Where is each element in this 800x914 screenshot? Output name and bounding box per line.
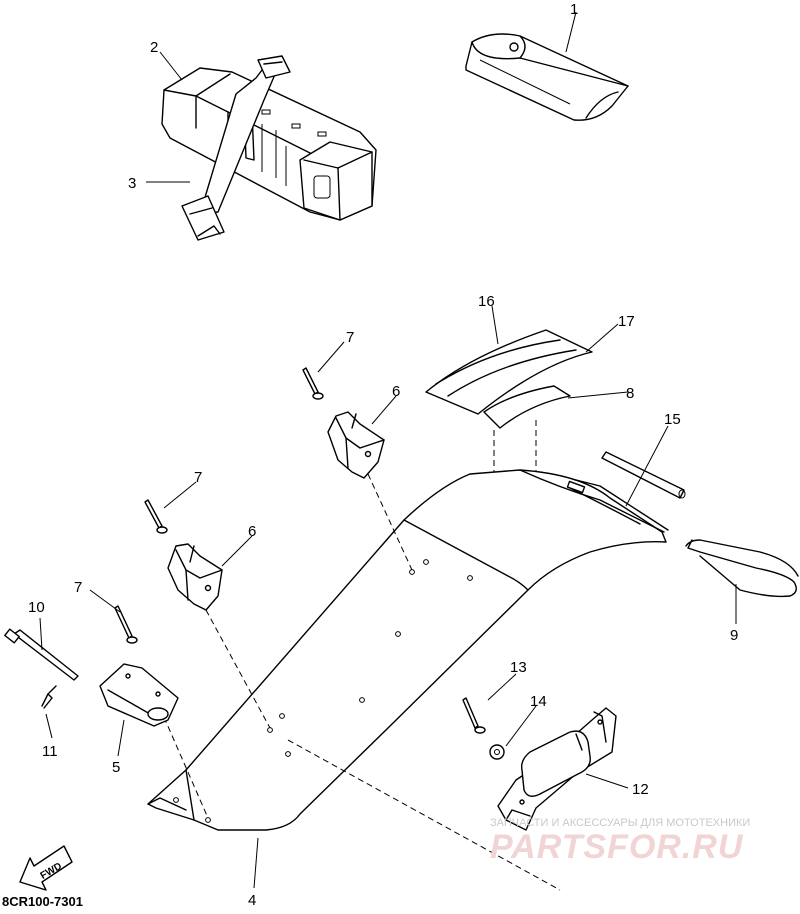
part-6-bracket-middle	[167, 543, 223, 611]
watermark-logo: PARTSFOR.RU	[490, 828, 744, 866]
part-7-screw-middle	[144, 499, 168, 534]
part-5-hinge	[99, 663, 179, 727]
callout-7-middle: 7	[194, 469, 202, 486]
callout-3: 3	[128, 175, 136, 192]
guide-line	[367, 473, 413, 571]
part-12-bracket	[497, 707, 617, 831]
callout-6-middle: 6	[248, 523, 256, 540]
callout-10: 10	[28, 599, 45, 616]
callout-7-lower: 7	[74, 579, 82, 596]
part-6-bracket-upper	[327, 411, 385, 479]
callout-8: 8	[626, 385, 634, 402]
part-7-screw-upper	[302, 367, 324, 400]
guide-line	[287, 739, 561, 891]
callout-16: 16	[478, 293, 495, 310]
callout-17: 17	[618, 313, 635, 330]
callout-14: 14	[530, 693, 547, 710]
guide-line	[159, 707, 209, 819]
callout-2: 2	[150, 39, 158, 56]
part-15-rod	[601, 451, 686, 499]
callout-13: 13	[510, 659, 527, 676]
callout-7-upper: 7	[346, 329, 354, 346]
part-2-tool-bag	[161, 67, 377, 221]
callout-4: 4	[248, 892, 256, 909]
part-7-screw-lower	[114, 605, 138, 644]
callout-12: 12	[632, 781, 649, 798]
part-16-17-decal	[425, 329, 593, 415]
part-3-strap	[181, 55, 291, 241]
callout-1: 1	[570, 1, 578, 18]
part-13-screw	[462, 697, 486, 734]
leader-lines	[39, 11, 737, 889]
watermark: PARTSFOR.RU ЗАПЧАСТИ И АКСЕССУАРЫ ДЛЯ МО…	[490, 817, 750, 866]
fwd-arrow-icon: FWD	[19, 845, 73, 891]
guide-line	[205, 609, 271, 729]
part-10-bolt	[4, 628, 79, 681]
part-4-fender	[147, 469, 669, 831]
figure-code: 8CR100-7301	[2, 894, 83, 909]
callout-11: 11	[42, 743, 58, 760]
part-11-pin	[41, 685, 57, 709]
part-9-wire-handle	[685, 539, 799, 598]
callout-6-upper: 6	[392, 383, 400, 400]
watermark-text: ЗАПЧАСТИ И АКСЕССУАРЫ ДЛЯ МОТОТЕХНИКИ	[490, 817, 750, 829]
callout-5: 5	[112, 759, 120, 776]
callout-labels: 1 2 3 4 5 6 6 7 7 7 8 9 10 11 12 13 14 1…	[28, 1, 738, 909]
part-8-pad	[483, 385, 571, 429]
part-1-pouch	[465, 33, 629, 121]
callout-9: 9	[730, 627, 738, 644]
part-14-washer	[489, 744, 505, 760]
callout-15: 15	[664, 411, 681, 428]
